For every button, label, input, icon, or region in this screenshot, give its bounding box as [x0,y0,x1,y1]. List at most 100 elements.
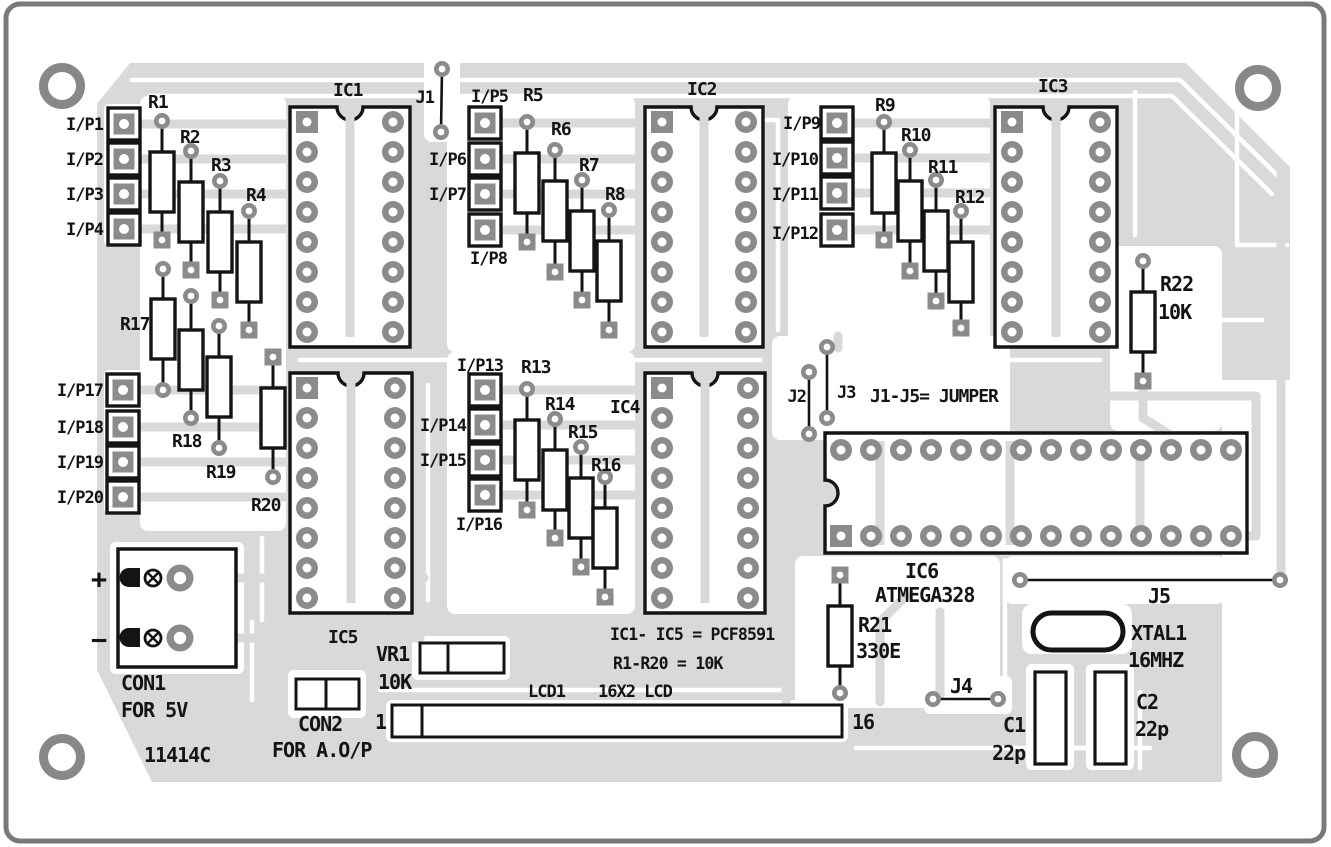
r22-label: R22 [1160,272,1193,296]
jumper-j2 [801,364,817,442]
vr1-header [418,641,506,675]
input-pad-ip1 [106,106,142,142]
con2-use-label: FOR A.O/P [272,738,372,762]
lcd1-ref-label: LCD1 [528,682,566,702]
jumper-j5 [1012,572,1288,588]
r15-resistor [567,439,595,576]
ic6-part-label: ATMEGA328 [875,583,974,607]
ip3-label: I/P3 [66,185,104,205]
input-pad-ip10 [819,140,855,176]
ic3-socket [993,105,1119,349]
input-pads [105,105,855,515]
r7-label: R7 [579,155,599,176]
input-pad-ip12 [819,212,855,248]
r18-resistor [177,288,205,426]
ip9-label: I/P9 [783,114,821,134]
ip2-label: I/P2 [66,150,103,170]
input-pad-ip5 [467,105,503,141]
ic3-label: IC3 [1038,76,1068,97]
r13-resistor [513,381,541,519]
mounting-hole [1235,65,1281,111]
j4-label: J4 [950,674,973,698]
input-pad-ip18 [105,409,141,445]
ip6-label: I/P6 [429,150,467,170]
ip17-label: I/P17 [57,381,103,401]
mounting-hole [1232,732,1278,778]
r13-label: R13 [521,357,551,378]
ip5-label: I/P5 [471,87,509,107]
j1-label: J1 [416,88,435,108]
ic2-label: IC2 [687,79,717,100]
con1-terminal-negative [119,624,194,652]
input-pad-ip17 [105,372,141,408]
ip10-label: I/P10 [772,150,819,170]
r10-resistor [896,142,924,280]
ic6-socket [823,431,1249,555]
r14-label: R14 [545,394,576,415]
input-pad-ip13 [467,372,503,408]
r11-label: R11 [928,157,958,178]
lcd1-pin16-label: 16 [852,710,874,734]
mounting-hole [39,63,85,109]
ic4-socket [643,371,767,615]
r15-label: R15 [568,422,598,443]
ip11-label: I/P11 [772,185,819,205]
input-pad-ip14 [467,407,503,443]
r21-resistor [826,566,854,701]
input-pad-ip7 [467,176,503,212]
ic5-label: IC5 [328,627,358,648]
r16-resistor [591,469,619,606]
r5-resistor [513,114,541,251]
input-pad-ip16 [467,477,503,513]
ip8-label: I/P8 [470,249,508,269]
r21-label: R21 [858,613,892,637]
input-pad-ip9 [819,105,855,141]
r17-resistor [149,261,177,398]
ip19-label: I/P19 [57,453,104,473]
r22-value: 10K [1158,300,1192,324]
input-pad-ip8 [467,212,503,248]
r3-label: R3 [211,155,231,176]
ip18-label: I/P18 [57,418,104,438]
j5-label: J5 [1148,584,1170,608]
c2-value: 22p [1135,717,1169,741]
con1-connector [116,547,238,669]
r22-resistor [1129,253,1157,390]
r19-label: R19 [206,462,236,483]
jumper-j1 [433,61,450,140]
xtal1-crystal [1030,610,1126,653]
vr1-value: 10K [378,670,412,694]
r2-resistor [177,143,205,279]
ip7-label: I/P7 [429,185,466,205]
con1-label: CON1 [121,671,166,695]
r1-label: R1 [148,92,168,113]
ic4-label: IC4 [610,397,641,418]
input-pad-ip15 [467,442,503,478]
vr1-label: VR1 [376,642,410,666]
c1-capacitor [1033,670,1068,766]
ic5-socket [288,371,414,615]
r9-resistor [870,114,898,249]
j2-label: J2 [788,387,806,407]
r17-label: R17 [120,314,150,335]
r10-label: R10 [901,125,931,146]
r1-resistor [148,113,176,249]
resistor-value-note: R1-R20 = 10K [613,654,723,673]
r18-label: R18 [172,431,202,452]
ip12-label: I/P12 [772,224,818,244]
ip20-label: I/P20 [57,488,104,508]
input-pad-ip3 [106,176,142,212]
silkscreen-labels: I/P1 I/P2 I/P3 I/P4 I/P5 I/P6 I/P7 I/P8 … [57,76,1194,767]
r20-label: R20 [251,495,281,516]
r6-label: R6 [551,119,571,140]
xtal1-label: XTAL1 [1131,621,1187,645]
c1-label: C1 [1003,713,1026,737]
con1-plus-sign: + [91,564,107,595]
c2-label: C2 [1136,690,1158,714]
c2-capacitor [1093,670,1128,766]
r9-label: R9 [875,95,895,116]
ic-equivalence-note: IC1- IC5 = PCF8591 [610,625,775,644]
ic1-label: IC1 [333,80,363,101]
r19-resistor [205,318,233,456]
